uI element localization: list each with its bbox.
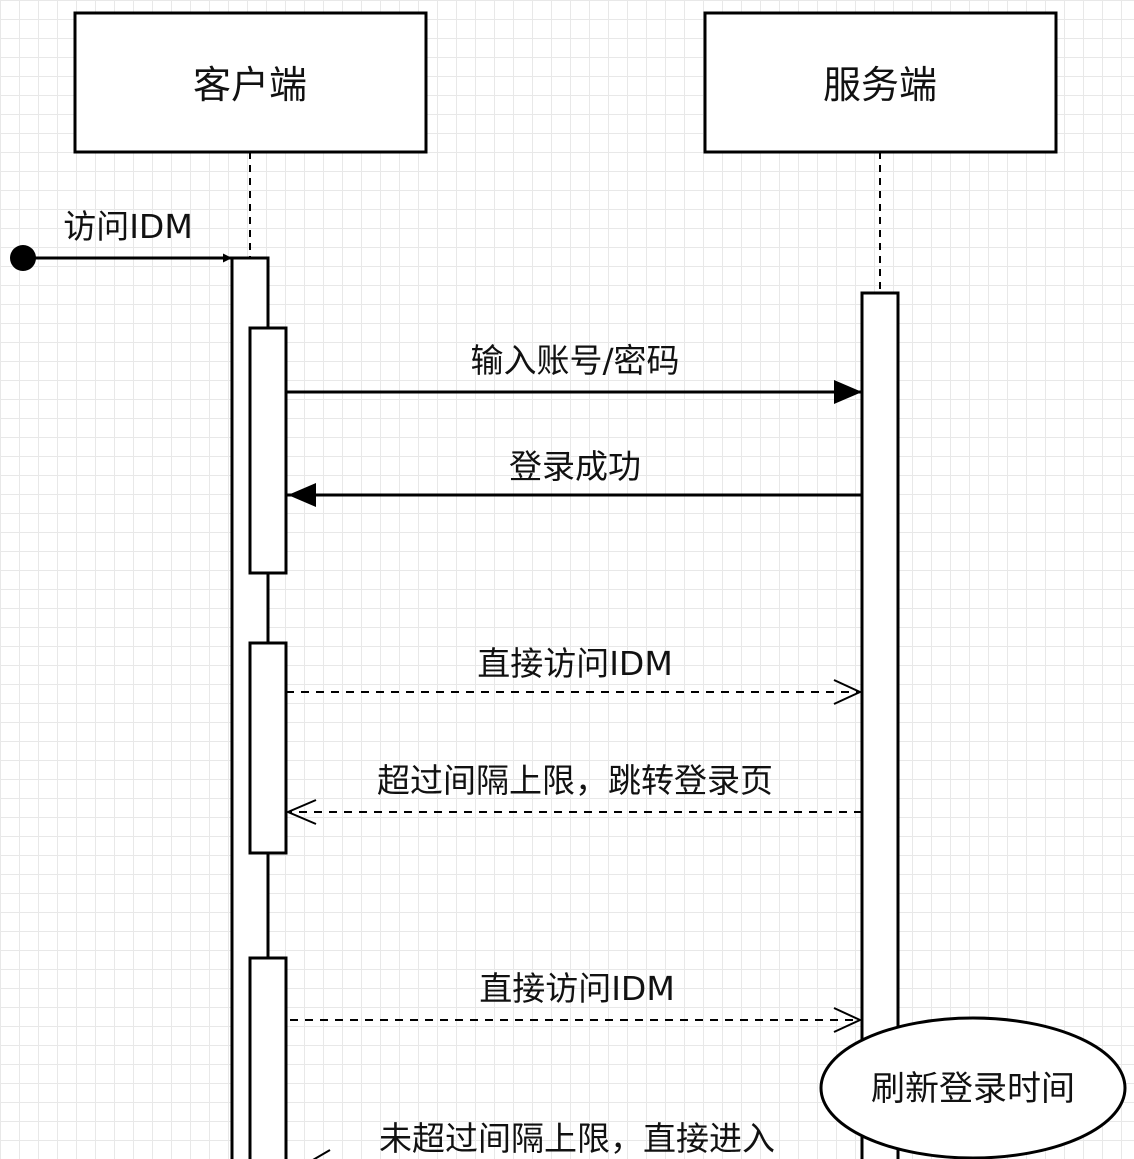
- participant-client-label: 客户端: [193, 63, 307, 107]
- message-within-limit[interactable]: 未超过间隔上限，直接进入: [306, 1119, 775, 1159]
- message-entry-label: 访问IDM: [63, 207, 193, 246]
- message-login-success[interactable]: 登录成功: [286, 447, 862, 507]
- participant-server-label: 服务端: [823, 63, 937, 107]
- client-activation-2: [248, 641, 288, 855]
- message-direct-access-1-label: 直接访问IDM: [477, 644, 673, 683]
- message-direct-access-1[interactable]: 直接访问IDM: [286, 644, 863, 705]
- client-activation-3: [248, 956, 288, 1159]
- note-refresh-label: 刷新登录时间: [871, 1069, 1075, 1109]
- server-activation: [860, 291, 900, 1159]
- client-activation-1: [248, 326, 288, 575]
- message-within-limit-label: 未超过间隔上限，直接进入: [379, 1119, 775, 1158]
- participant-server[interactable]: 服务端: [703, 11, 1058, 154]
- note-refresh[interactable]: 刷新登录时间: [819, 1016, 1127, 1159]
- message-direct-access-2[interactable]: 直接访问IDM: [290, 969, 863, 1033]
- message-timeout-redirect-label: 超过间隔上限，跳转登录页: [377, 761, 773, 800]
- message-entry[interactable]: 访问IDM: [10, 207, 232, 271]
- message-login-request[interactable]: 输入账号/密码: [286, 341, 862, 404]
- participant-client[interactable]: 客户端: [73, 11, 428, 154]
- message-login-success-label: 登录成功: [509, 447, 641, 486]
- message-timeout-redirect[interactable]: 超过间隔上限，跳转登录页: [285, 761, 862, 825]
- message-direct-access-2-label: 直接访问IDM: [479, 969, 675, 1008]
- message-login-request-label: 输入账号/密码: [470, 341, 679, 380]
